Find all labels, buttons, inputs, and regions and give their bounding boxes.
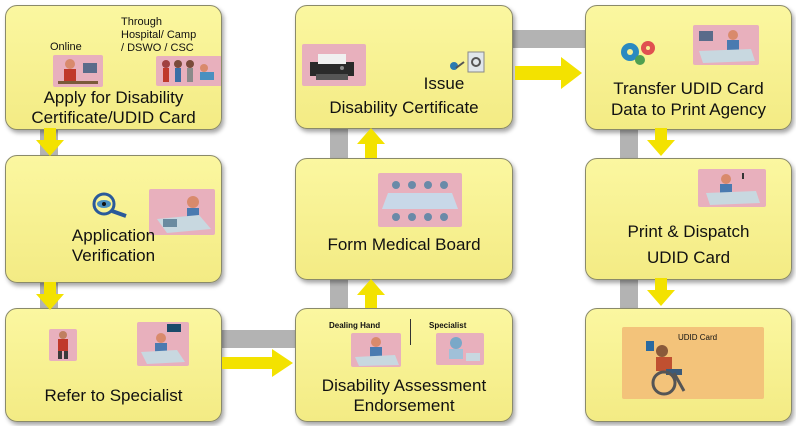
wheelchair-user-icon bbox=[646, 341, 686, 396]
officer-desk-icon bbox=[149, 189, 215, 235]
step-apply-box: Online Through Hospital/ Camp / DSWO / C… bbox=[5, 5, 222, 130]
connector-col2-upper bbox=[330, 127, 348, 160]
apply-title-line1: Apply for Disability bbox=[43, 88, 184, 107]
offline-label-line3: / DSWO / CSC bbox=[121, 42, 194, 54]
assessment-line2: Endorsement bbox=[353, 396, 455, 415]
online-user-computer-icon bbox=[53, 55, 103, 87]
refer-label: Refer to Specialist bbox=[44, 386, 183, 405]
specialist-icon bbox=[436, 333, 484, 365]
arrow-up-2 bbox=[356, 127, 386, 158]
doctor-patient-icon bbox=[49, 329, 77, 361]
specialist-label: Specialist bbox=[429, 321, 467, 330]
arrow-down-1 bbox=[35, 128, 65, 158]
medical-board-meeting-icon bbox=[378, 173, 462, 227]
data-transfer-desk-icon bbox=[693, 25, 759, 65]
transfer-line2: Data to Print Agency bbox=[611, 100, 766, 119]
arrow-down-2 bbox=[35, 282, 65, 312]
transfer-line1: Transfer UDID Card bbox=[613, 79, 764, 98]
arrow-up-1 bbox=[356, 278, 386, 308]
issue-line2: Disability Certificate bbox=[329, 98, 479, 117]
connector-col3-upper bbox=[620, 128, 638, 160]
verification-line2: Verification bbox=[71, 246, 156, 265]
connector-col2-lower bbox=[330, 278, 348, 308]
step-assessment-box: Dealing Hand Specialist Disability Asses… bbox=[295, 308, 513, 422]
step-issue-box: Issue Disability Certificate bbox=[295, 5, 513, 129]
print-line2: UDID Card bbox=[646, 248, 731, 267]
step-transfer-box: Transfer UDID Card Data to Print Agency bbox=[585, 5, 792, 130]
arrow-down-3 bbox=[646, 128, 676, 158]
arrow-right-1 bbox=[222, 348, 294, 378]
printer-icon bbox=[302, 44, 366, 86]
step-print-box: Print & Dispatch UDID Card bbox=[585, 158, 792, 280]
desk-monitor-icon bbox=[137, 322, 189, 366]
offline-label-line2: Hospital/ Camp bbox=[121, 29, 197, 41]
online-label: Online bbox=[50, 41, 82, 53]
udid-card-label: UDID Card bbox=[678, 333, 718, 342]
issue-line1: Issue bbox=[423, 74, 465, 93]
offline-label-line1: Through bbox=[121, 16, 162, 28]
board-label: Form Medical Board bbox=[327, 235, 481, 254]
eye-magnifier-icon bbox=[86, 192, 132, 218]
arrow-right-2 bbox=[515, 56, 583, 90]
connector-col1-col2 bbox=[212, 330, 300, 348]
wheelchair-card-picture: UDID Card bbox=[622, 327, 764, 399]
assessment-line1: Disability Assessment bbox=[321, 376, 487, 395]
apply-title-line2: Certificate/UDID Card bbox=[31, 108, 196, 127]
step-board-box: Form Medical Board bbox=[295, 158, 513, 280]
arrow-down-4 bbox=[646, 278, 676, 308]
connector-col3-lower bbox=[620, 278, 638, 310]
step-verification-box: Application Verification bbox=[5, 155, 222, 283]
label-divider bbox=[410, 319, 411, 345]
connector-col2-col3 bbox=[510, 30, 590, 48]
verification-line1: Application bbox=[71, 226, 156, 245]
certificate-icon bbox=[444, 50, 492, 78]
print-desk-icon bbox=[698, 169, 766, 207]
step-refer-box: Refer to Specialist bbox=[5, 308, 222, 422]
dealing-hand-desk-icon bbox=[351, 333, 401, 367]
step-final-box: UDID Card bbox=[585, 308, 792, 422]
gears-icon bbox=[614, 36, 662, 66]
print-line1: Print & Dispatch bbox=[627, 222, 750, 241]
dealing-hand-label: Dealing Hand bbox=[329, 321, 381, 330]
group-people-icon bbox=[156, 56, 221, 86]
